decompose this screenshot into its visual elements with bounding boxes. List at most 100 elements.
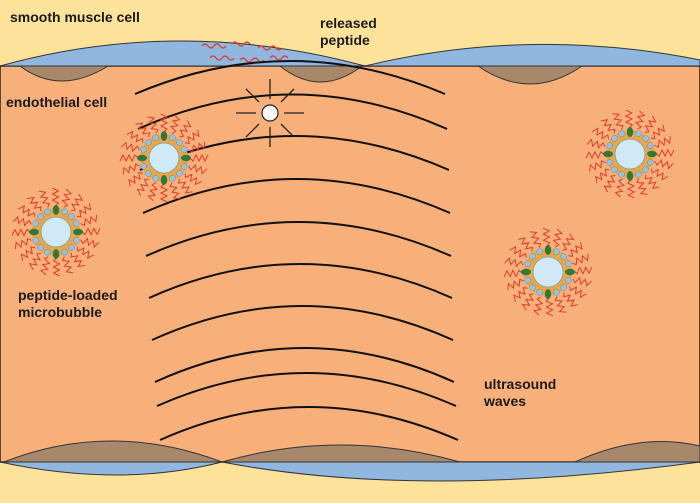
peptide-strand-icon: [612, 113, 624, 130]
peptide-strand-icon: [39, 256, 51, 276]
peptide-strand-icon: [552, 228, 563, 248]
peptide-strand-icon: [61, 256, 74, 274]
shell-bead: [176, 170, 183, 177]
smooth-muscle-cell-label: smooth muscle cell: [10, 9, 140, 25]
peptide-strand-icon: [644, 174, 660, 189]
peptide-strand-icon: [651, 168, 669, 181]
microbubble-icon: [585, 109, 675, 199]
vessel-lumen: [0, 65, 700, 463]
peptide-strand-icon: [18, 204, 36, 218]
ultrasound-waves-label: ultrasound waves: [484, 376, 557, 409]
shell-bead: [606, 142, 613, 149]
peptide-strand-icon: [38, 190, 51, 208]
peptide-strand-icon: [513, 287, 528, 302]
peptide-strand-icon: [188, 163, 208, 175]
peptide-strand-icon: [585, 150, 605, 160]
shell-bead: [140, 146, 147, 153]
lipid-marker: [181, 154, 191, 162]
endothelial-cell-bottom-1: [0, 461, 223, 476]
peptide-strand-icon: [589, 160, 606, 172]
microbubble-core: [40, 216, 72, 248]
peptide-strand-icon: [120, 141, 140, 153]
microbubble-icon: [503, 227, 593, 317]
ultrasound-wave: [151, 305, 454, 341]
peptide-strand-icon: [562, 233, 575, 251]
peptide-strand-icon: [136, 178, 149, 196]
shell-bead: [524, 260, 531, 267]
shell-bead: [565, 277, 572, 284]
endothelial-cell-bottom-2: [221, 461, 700, 482]
peptide-strand-icon: [169, 114, 181, 134]
shell-bead: [635, 130, 642, 137]
shell-bead: [618, 171, 625, 178]
shell-bead: [176, 139, 183, 146]
peptide-strand-icon: [626, 179, 636, 199]
peptide-strand-icon: [231, 41, 251, 47]
lipid-marker: [626, 127, 634, 137]
peptide-strand-icon: [20, 246, 36, 261]
burst-icon: [236, 79, 304, 147]
endothelial-cell-label: endothelial cell: [6, 94, 108, 110]
shell-bead: [32, 237, 39, 244]
endothelial-nucleus-bottom-1: [3, 440, 223, 463]
shell-bead: [37, 244, 44, 251]
microbubble-core: [532, 256, 564, 288]
microbubble-icon: [119, 113, 209, 203]
peptide-strand-icon: [644, 115, 657, 133]
peptide-strand-icon: [61, 188, 73, 208]
peptide-strand-icon: [569, 286, 587, 299]
peptide-strand-icon: [27, 196, 42, 212]
peptide-strand-icon: [624, 109, 634, 129]
shell-bead: [560, 253, 567, 260]
lipid-marker: [544, 289, 552, 299]
shell-bead: [529, 253, 536, 260]
peptide-strand-icon: [76, 246, 94, 260]
shell-bead: [73, 220, 80, 227]
ultrasound-wave: [145, 221, 452, 257]
peptide-strand-icon: [568, 242, 583, 257]
lipid-marker: [52, 205, 60, 215]
lipid-marker: [73, 228, 83, 236]
shell-bead: [169, 175, 176, 182]
peptide-strand-icon: [591, 127, 609, 140]
peptide-strand-icon: [189, 153, 209, 163]
peptide-strand-icon: [507, 278, 524, 291]
peptide-strand-icon: [188, 141, 206, 153]
shell-bead: [145, 170, 152, 177]
ultrasound-wave: [154, 347, 455, 383]
peptide-strand-icon: [600, 119, 616, 134]
peptide-strand-icon: [603, 175, 616, 193]
lipid-marker: [29, 228, 39, 236]
peptide-strand-icon: [14, 237, 32, 250]
peptide-strand-icon: [179, 120, 192, 138]
peptide-strand-icon: [563, 292, 578, 307]
lipid-marker: [521, 268, 531, 276]
peptide-strand-icon: [147, 182, 159, 202]
peptide-strand-icon: [51, 187, 60, 207]
peptide-strand-icon: [126, 130, 144, 143]
peptide-strand-icon: [269, 55, 289, 61]
microbubble-core: [614, 138, 646, 170]
peptide-strand-icon: [128, 171, 144, 187]
peptide-strand-icon: [636, 178, 648, 195]
lipid-marker: [160, 131, 168, 141]
peptide-strand-icon: [529, 231, 542, 248]
peptide-strand-icon: [76, 203, 92, 218]
peptide-loaded-microbubble-label: peptide-loaded microbubble: [18, 287, 118, 320]
shell-bead: [61, 249, 68, 256]
endothelial-nucleus-top-1: [18, 65, 110, 82]
microbubbles: [11, 109, 675, 317]
peptide-strand-icon: [209, 55, 235, 61]
ultrasound-wave: [142, 178, 451, 214]
peptide-strand-icon: [80, 214, 98, 227]
peptide-strand-icon: [52, 257, 61, 277]
peptide-strand-icon: [184, 129, 200, 145]
peptide-strand-icon: [655, 148, 675, 158]
shell-bead: [140, 163, 147, 170]
shell-bead: [181, 163, 188, 170]
shell-bead: [635, 171, 642, 178]
shell-bead: [152, 134, 159, 141]
shell-bead: [73, 237, 80, 244]
shell-bead: [152, 175, 159, 182]
